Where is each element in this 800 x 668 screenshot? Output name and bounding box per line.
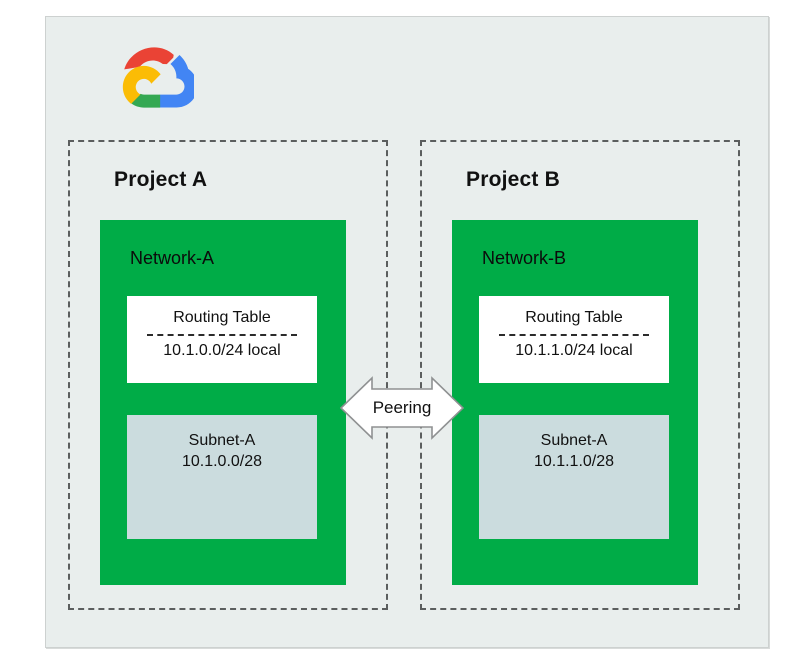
network-b-subnet: Subnet-A 10.1.1.0/28 <box>479 415 669 539</box>
routing-table-entry: 10.1.1.0/24 local <box>515 342 633 359</box>
routing-table-entry: 10.1.0.0/24 local <box>163 342 281 359</box>
peering-arrow-icon <box>340 376 464 440</box>
network-a-label: Network-A <box>130 248 215 268</box>
subnet-name: Subnet-A <box>540 432 608 449</box>
network-a-routing-table: Routing Table 10.1.0.0/24 local <box>127 296 317 383</box>
network-b-box: Network-B Routing Table 10.1.1.0/24 loca… <box>452 220 698 585</box>
routing-table-title: Routing Table <box>173 309 271 326</box>
project-a-title: Project A <box>114 168 208 191</box>
google-cloud-logo-icon <box>122 47 194 108</box>
project-b-box: Project B Network-B Routing Table 10.1.1… <box>420 140 740 610</box>
subnet-cidr: 10.1.0.0/28 <box>181 453 263 470</box>
network-b-label: Network-B <box>482 248 567 268</box>
network-a-box: Network-A Routing Table 10.1.0.0/24 loca… <box>100 220 346 585</box>
subnet-cidr: 10.1.1.0/28 <box>533 453 615 470</box>
routing-table-title: Routing Table <box>525 309 623 326</box>
subnet-name: Subnet-A <box>188 432 256 449</box>
network-b-routing-table: Routing Table 10.1.1.0/24 local <box>479 296 669 383</box>
routing-table-divider <box>499 334 649 336</box>
routing-table-divider <box>147 334 297 336</box>
project-b-title: Project B <box>466 168 560 191</box>
network-a-subnet: Subnet-A 10.1.0.0/28 <box>127 415 317 539</box>
peering-label: Peering <box>372 398 432 417</box>
project-a-box: Project A Network-A Routing Table 10.1.0… <box>68 140 388 610</box>
